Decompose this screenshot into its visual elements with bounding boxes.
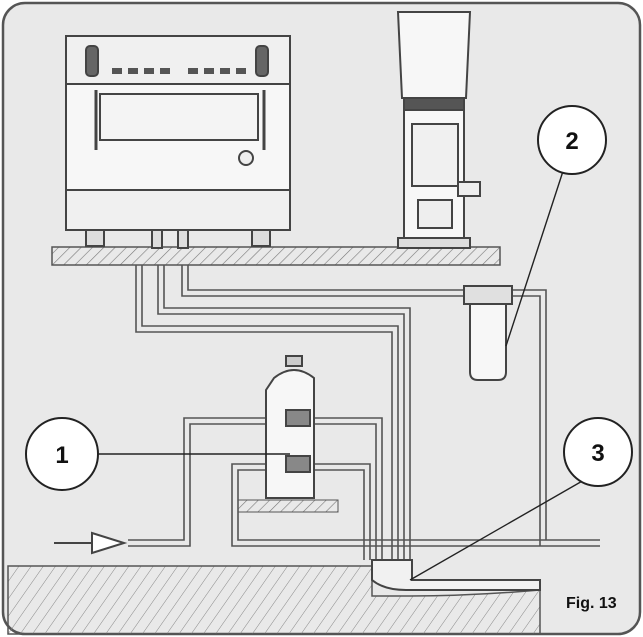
leader-2 — [505, 161, 567, 347]
control-buttons — [112, 68, 246, 74]
counter-slab — [51, 246, 501, 266]
figure-label: Fig. 13 — [566, 595, 617, 612]
drain — [371, 559, 541, 591]
callout-2: 2 — [537, 105, 607, 175]
callout-2-number: 2 — [565, 128, 578, 155]
callout-1-number: 1 — [55, 442, 68, 469]
leader-3 — [409, 471, 599, 581]
callout-3: 3 — [563, 417, 633, 487]
water-softener — [265, 355, 315, 499]
callout-3-number: 3 — [591, 440, 604, 467]
callout-leaders — [98, 161, 599, 581]
coffee-grinder — [396, 11, 481, 249]
espresso-machine — [65, 35, 291, 249]
water-inlet-arrow — [54, 531, 128, 555]
callout-1: 1 — [25, 417, 99, 491]
water-pipes — [128, 265, 600, 560]
water-filter — [463, 285, 513, 381]
softener-base — [237, 499, 339, 513]
